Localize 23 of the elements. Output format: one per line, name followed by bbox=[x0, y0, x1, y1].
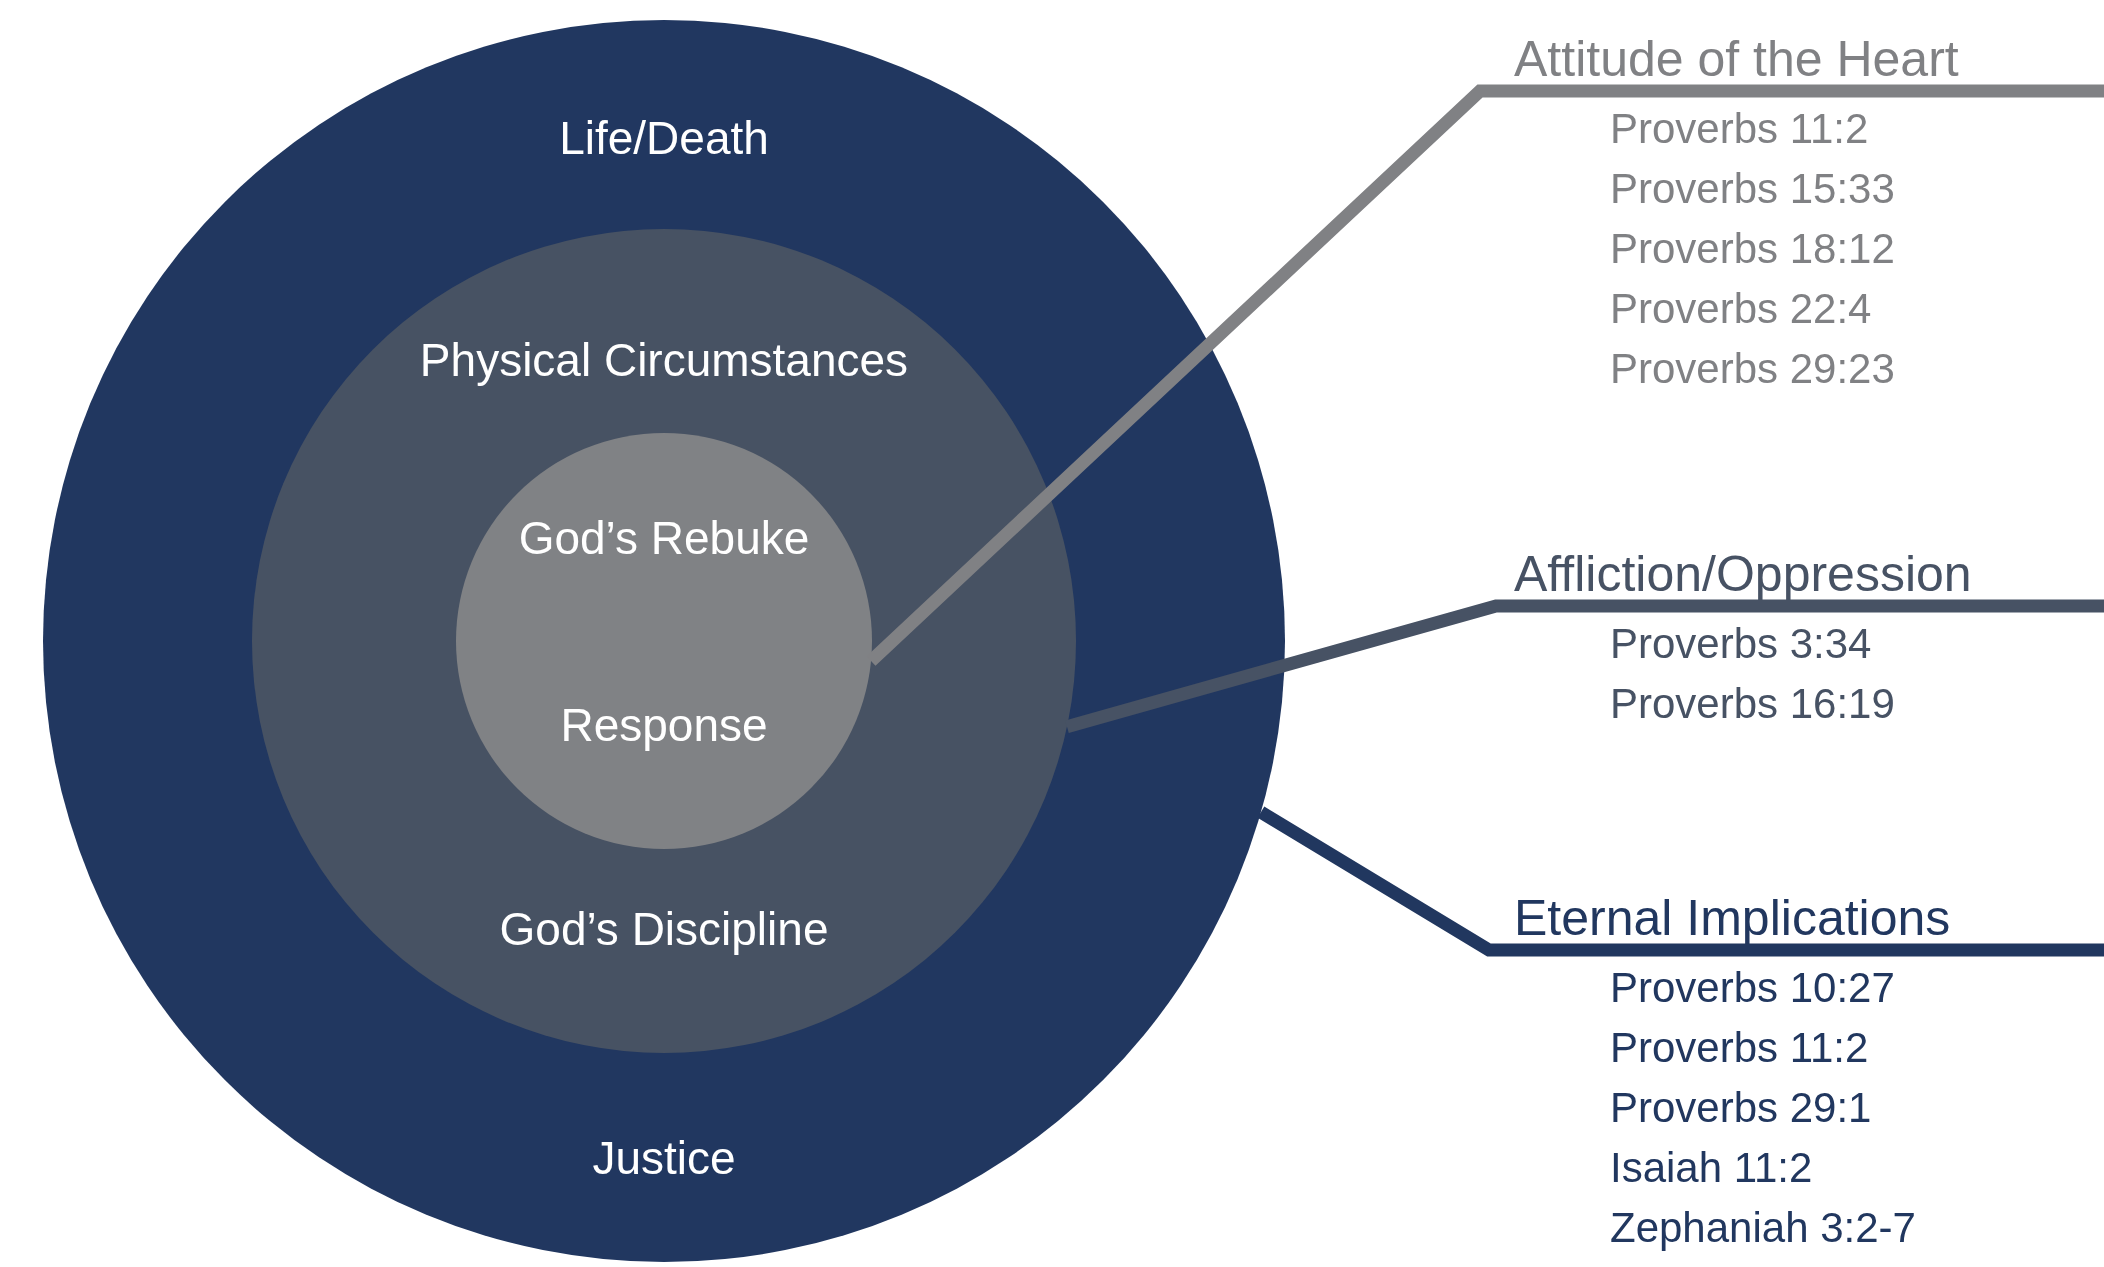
leader-line bbox=[1065, 599, 2104, 733]
category-heading: Attitude of the Heart bbox=[1514, 30, 1959, 89]
verse-reference: Proverbs 29:1 bbox=[1610, 1083, 1872, 1133]
category-heading: Eternal Implications bbox=[1514, 889, 1951, 948]
verse-reference: Proverbs 10:27 bbox=[1610, 963, 1895, 1013]
leader-line bbox=[1257, 806, 2104, 957]
region-label: God’s Discipline bbox=[499, 902, 829, 957]
verse-reference: Isaiah 11:2 bbox=[1610, 1143, 1813, 1193]
verse-reference: Proverbs 15:33 bbox=[1610, 164, 1895, 214]
region-label: Life/Death bbox=[559, 111, 769, 166]
verse-reference: Proverbs 18:12 bbox=[1610, 224, 1895, 274]
region-label: Physical Circumstances bbox=[419, 333, 909, 388]
verse-reference: Proverbs 29:23 bbox=[1610, 344, 1895, 394]
category-heading: Affliction/Oppression bbox=[1514, 545, 1972, 604]
verse-reference: Zephaniah 3:2-7 bbox=[1610, 1203, 1916, 1253]
verse-reference: Proverbs 11:2 bbox=[1610, 104, 1869, 154]
region-label: Justice bbox=[592, 1131, 736, 1186]
verse-reference: Proverbs 3:34 bbox=[1610, 619, 1872, 669]
region-label: God’s Rebuke bbox=[518, 511, 810, 566]
verse-reference: Proverbs 22:4 bbox=[1610, 284, 1872, 334]
verse-reference: Proverbs 11:2 bbox=[1610, 1023, 1869, 1073]
verse-reference: Proverbs 16:19 bbox=[1610, 679, 1895, 729]
region-label: Response bbox=[560, 698, 768, 753]
